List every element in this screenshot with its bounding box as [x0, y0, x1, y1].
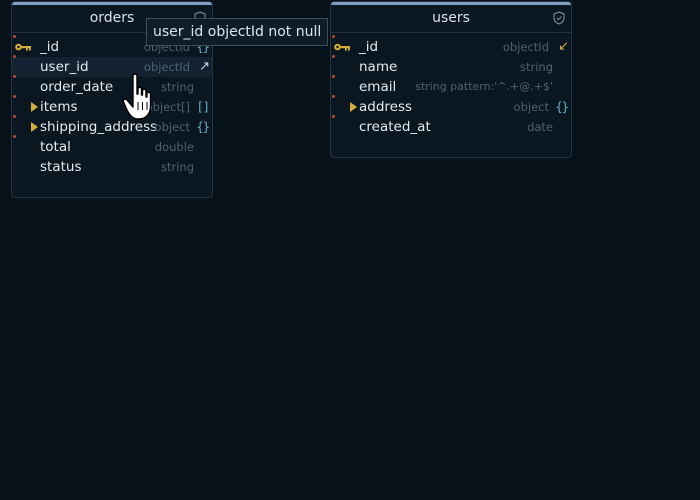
field-name: total: [40, 139, 71, 155]
field-tooltip: user_id objectId not null: [146, 18, 329, 46]
field-row-created_at[interactable]: created_at date: [331, 115, 571, 137]
relation-dot: [332, 35, 335, 38]
relation-dot: [13, 35, 16, 38]
field-type: string: [160, 160, 194, 174]
relation-dot: [13, 75, 16, 78]
field-row-_id[interactable]: _id objectId ↙: [331, 35, 571, 57]
field-name: name: [359, 59, 398, 75]
primary-key-icon: [334, 43, 350, 51]
relation-dot: [13, 55, 16, 58]
object-braces-icon: {}: [196, 120, 210, 134]
field-type: object[]: [145, 100, 190, 114]
users-title: users: [432, 10, 470, 26]
field-name: email: [359, 79, 397, 95]
field-type: double: [154, 140, 194, 154]
field-type: string pattern:'^.+@.+$': [415, 80, 553, 93]
field-type: date: [527, 120, 553, 134]
field-type: string: [519, 60, 553, 74]
field-name: address: [359, 99, 413, 115]
relation-dot: [332, 115, 335, 118]
users-header[interactable]: users: [331, 5, 571, 33]
relation-dot: [332, 55, 335, 58]
field-row-address[interactable]: address object {}: [331, 95, 571, 117]
expand-caret-icon[interactable]: [31, 122, 38, 132]
field-name: _id: [359, 39, 379, 55]
field-row-user_id[interactable]: user_id objectId ↗: [12, 55, 212, 77]
expand-caret-icon[interactable]: [350, 102, 357, 112]
field-row-shipping_address[interactable]: shipping_address object {}: [12, 115, 212, 137]
card-accent-bar: [12, 2, 212, 5]
field-type: objectId: [502, 40, 549, 54]
users-collection-card[interactable]: users _id objectId ↙ name string: [330, 1, 572, 158]
field-type: objectId: [143, 60, 190, 74]
array-brackets-icon: []: [196, 100, 210, 114]
field-row-items[interactable]: items object[] []: [12, 95, 212, 117]
expand-caret-icon[interactable]: [31, 102, 38, 112]
field-row-email[interactable]: email string pattern:'^.+@.+$': [331, 75, 571, 97]
object-braces-icon: {}: [555, 100, 569, 114]
field-type: object: [513, 100, 549, 114]
field-name: created_at: [359, 119, 431, 135]
hand-pointer-cursor-icon: [122, 73, 152, 120]
field-name: user_id: [40, 59, 89, 75]
field-row-name[interactable]: name string: [331, 55, 571, 77]
orders-title: orders: [89, 10, 135, 26]
relation-dot: [13, 135, 16, 138]
field-name: order_date: [40, 79, 114, 95]
field-row-order_date[interactable]: order_date string: [12, 75, 212, 97]
field-name: items: [40, 99, 78, 115]
relation-dot: [13, 95, 16, 98]
field-name: _id: [40, 39, 60, 55]
relation-dot: [332, 95, 335, 98]
primary-key-icon: [15, 43, 31, 51]
field-type: object: [154, 120, 190, 134]
field-name: shipping_address: [40, 119, 158, 135]
field-row-total[interactable]: total double: [12, 135, 212, 157]
relation-dot: [332, 75, 335, 78]
field-name: status: [40, 159, 82, 175]
incoming-relation-arrow-icon[interactable]: ↙: [558, 39, 569, 54]
field-type: string: [160, 80, 194, 94]
shield-icon[interactable]: [552, 11, 566, 25]
outgoing-relation-arrow-icon[interactable]: ↗: [199, 59, 210, 74]
relation-dot: [13, 115, 16, 118]
card-accent-bar: [331, 2, 571, 5]
field-row-status[interactable]: status string: [12, 157, 212, 177]
